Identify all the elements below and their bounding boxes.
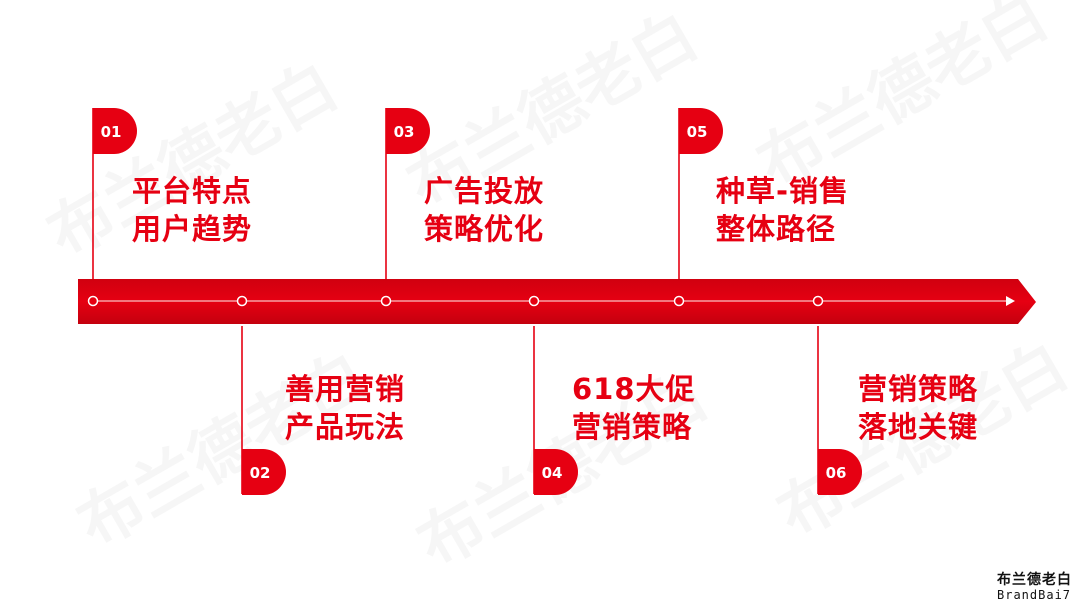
step-04-line1: 618大促 bbox=[572, 372, 696, 406]
step-01-line2: 用户趋势 bbox=[132, 212, 253, 246]
brand-logo: 布兰德老白 BrandBai7 bbox=[997, 573, 1072, 602]
step-01-flag bbox=[93, 108, 137, 154]
step-03-node bbox=[380, 295, 392, 307]
step-03-line1: 广告投放 bbox=[424, 174, 545, 208]
step-06-number: 06 bbox=[826, 464, 847, 482]
step-05-title: 种草-销售 整体路径 bbox=[716, 172, 849, 248]
step-06-line2: 落地关键 bbox=[858, 410, 979, 444]
step-02-line1: 善用营销 bbox=[285, 372, 406, 406]
step-05-line1: 种草-销售 bbox=[716, 174, 850, 208]
step-03-title: 广告投放 策略优化 bbox=[424, 172, 544, 248]
step-04-line2: 营销策略 bbox=[572, 410, 693, 444]
step-06-line1: 营销策略 bbox=[858, 372, 979, 406]
step-04-title: 618大促 营销策略 bbox=[572, 370, 696, 446]
step-02-flag bbox=[242, 449, 286, 495]
step-06-title: 营销策略 落地关键 bbox=[858, 370, 978, 446]
step-01-node bbox=[87, 295, 99, 307]
step-05-line2: 整体路径 bbox=[716, 212, 837, 246]
step-01-title: 平台特点 用户趋势 bbox=[132, 172, 252, 248]
step-06-node bbox=[812, 295, 824, 307]
brand-name-en: BrandBai7 bbox=[997, 587, 1072, 602]
step-02-title: 善用营销 产品玩法 bbox=[285, 370, 405, 446]
step-05-node bbox=[673, 295, 685, 307]
step-02-line2: 产品玩法 bbox=[285, 410, 406, 444]
step-03-number: 03 bbox=[394, 123, 415, 141]
step-06-flag bbox=[818, 449, 862, 495]
step-05-flag bbox=[679, 108, 723, 154]
step-03-flag bbox=[386, 108, 430, 154]
step-04-flag bbox=[534, 449, 578, 495]
step-02-number: 02 bbox=[250, 464, 271, 482]
step-05-number: 05 bbox=[687, 123, 708, 141]
step-01-line1: 平台特点 bbox=[132, 174, 253, 208]
step-04-node bbox=[528, 295, 540, 307]
step-02-node bbox=[236, 295, 248, 307]
brand-name-cn: 布兰德老白 bbox=[997, 572, 1072, 589]
step-03-line2: 策略优化 bbox=[424, 212, 545, 246]
step-01-number: 01 bbox=[101, 123, 122, 141]
step-04-number: 04 bbox=[542, 464, 563, 482]
timeline-arrowhead-icon bbox=[1006, 296, 1015, 306]
